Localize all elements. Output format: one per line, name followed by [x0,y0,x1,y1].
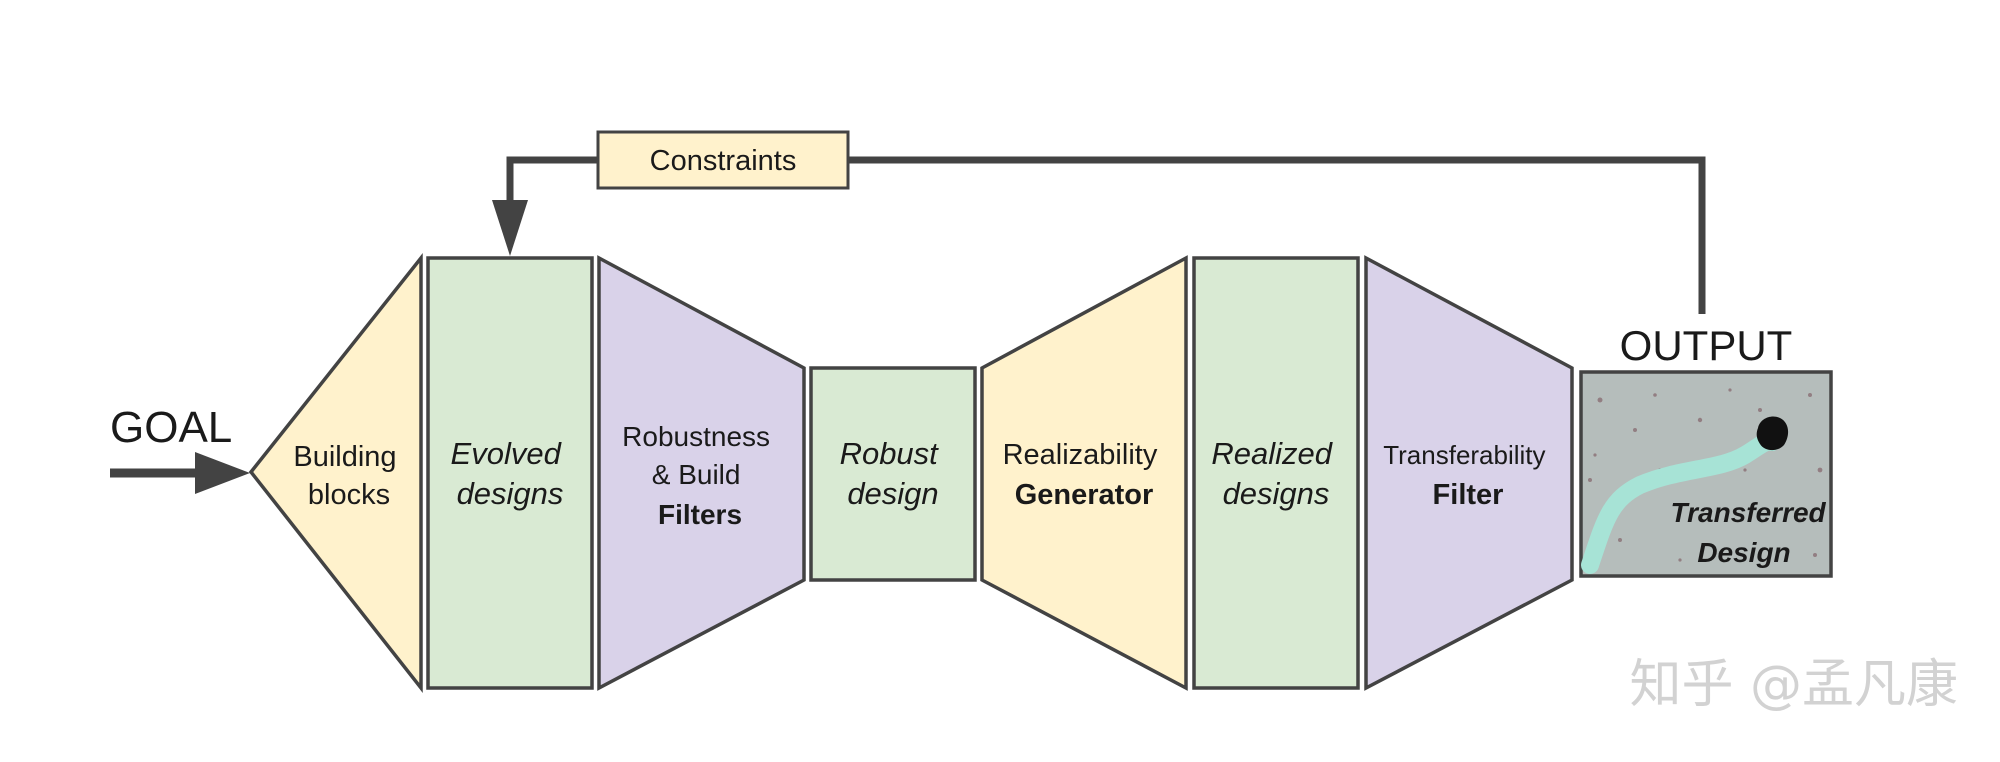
output-label: OUTPUT [1620,322,1793,369]
stage-building-blocks [248,252,423,694]
stage-robustness-filters [597,255,806,691]
goal-label: GOAL [110,403,232,452]
robot-blob [1756,416,1789,451]
stage-realizability-generator [980,255,1188,691]
transferability-filter-label: Transferability Filter [1383,440,1553,511]
realized-designs-label: Realized designs [1211,436,1340,511]
stage-robust-design [809,366,977,582]
feedback-arrowhead-icon [492,200,528,256]
robot-trail [1581,432,1781,574]
stage-realized-designs [1192,256,1360,690]
constraints-label: Constraints [650,145,797,177]
evolved-designs-label: Evolved designs [451,436,570,511]
goal-arrowhead-icon [195,452,250,494]
watermark-text: 知乎 @孟凡康 [1629,655,1958,715]
stage-transferability-filter [1364,255,1574,691]
output-design-image: Transferred Design [1579,370,1834,578]
building-blocks-label: Building blocks [293,441,404,511]
feedback-loop-line [506,156,1706,314]
realizability-generator-label: Realizability Generator [1003,439,1166,511]
robust-design-label: Robust design [840,436,947,511]
output-image-caption: Transferred Design [1671,497,1834,568]
stage-evolved-designs [426,256,594,690]
constraints-box [596,130,850,190]
robustness-filters-label: Robustness & Build Filters [622,421,778,530]
